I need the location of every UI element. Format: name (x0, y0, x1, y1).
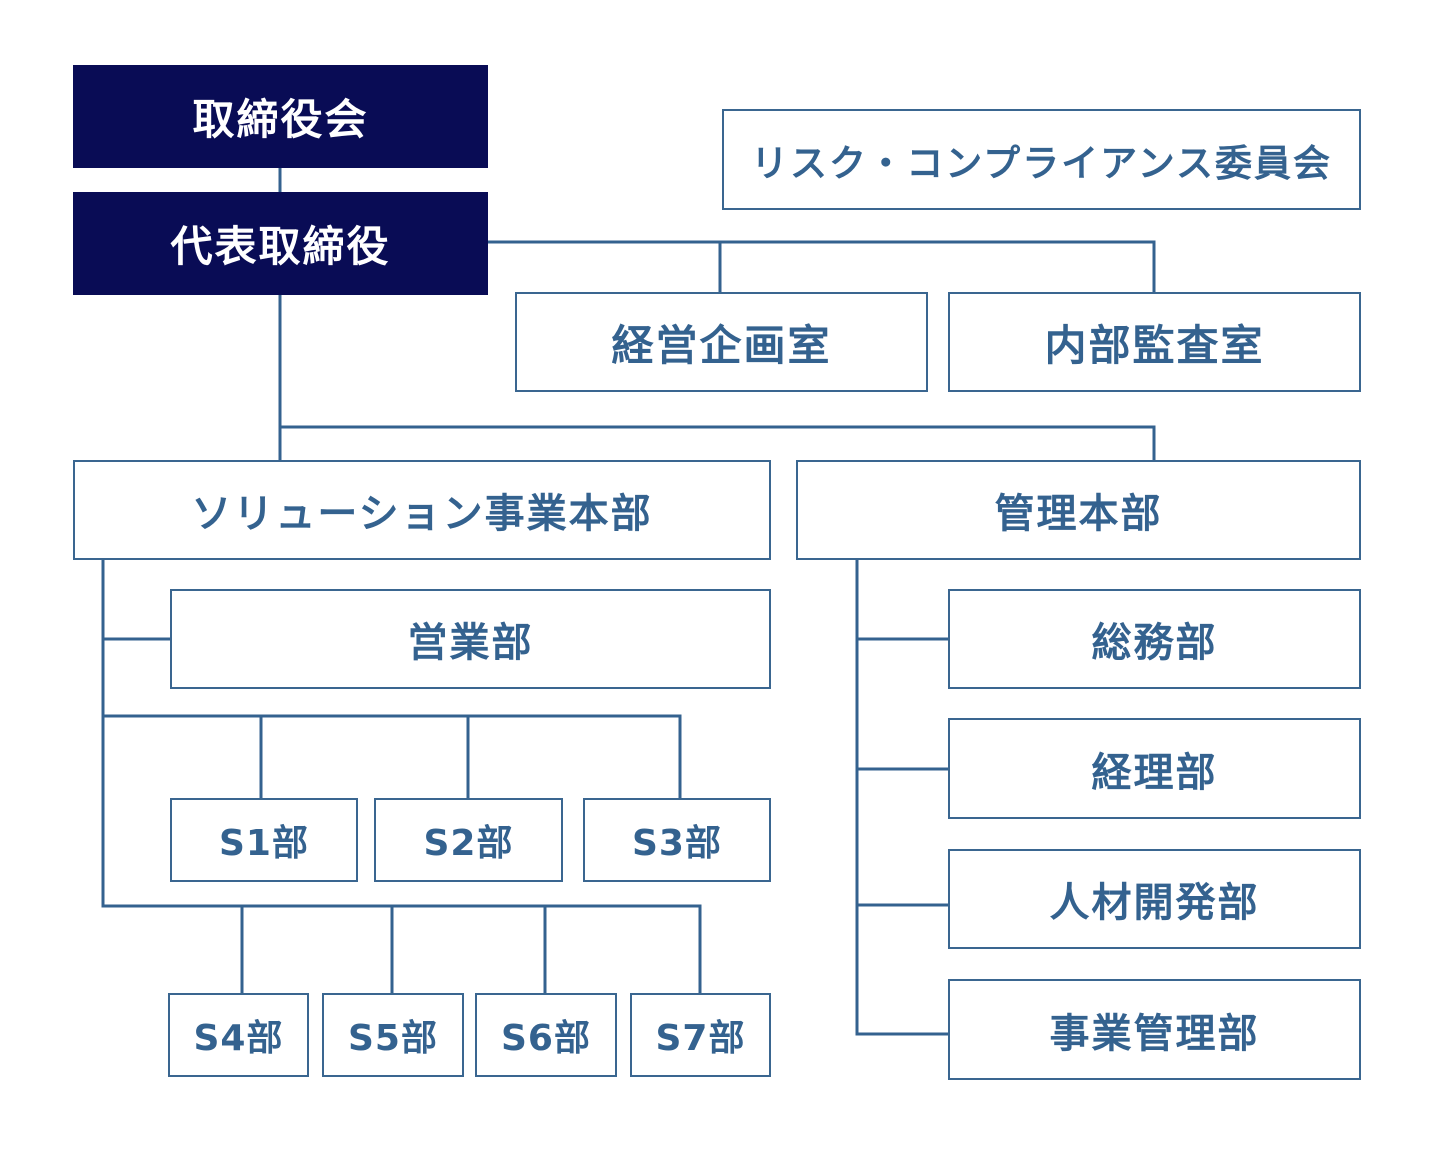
s3-department-box: S3部 (583, 798, 771, 882)
general-affairs-label: 総務部 (1091, 620, 1218, 666)
admin-hq-box: 管理本部 (796, 460, 1361, 560)
s1-department-label: S1部 (219, 823, 309, 864)
s2-department-box: S2部 (374, 798, 563, 882)
board-of-directors-label: 取締役会 (192, 95, 369, 144)
hr-development-box: 人材開発部 (948, 849, 1361, 949)
s3-department-label: S3部 (632, 823, 722, 864)
business-management-label: 事業管理部 (1049, 1010, 1260, 1057)
corporate-planning-box: 経営企画室 (515, 292, 928, 392)
s6-department-box: S6部 (475, 993, 617, 1077)
s7-department-label: S7部 (655, 1018, 746, 1059)
connector-s4-s7-branch (101, 904, 702, 996)
s4-department-box: S4部 (168, 993, 309, 1077)
connector-president-staff (486, 240, 1156, 294)
connector-s1-s3-branch (101, 714, 682, 801)
risk-compliance-committee-box: リスク・コンプライアンス委員会 (722, 109, 1361, 210)
general-affairs-box: 総務部 (948, 589, 1361, 689)
connector-to-admin-hq (278, 425, 1156, 463)
solutions-hq-label: ソリューション事業本部 (191, 491, 653, 537)
risk-compliance-committee-label: リスク・コンプライアンス委員会 (751, 141, 1332, 185)
sales-department-label: 営業部 (407, 620, 534, 666)
accounting-label: 経理部 (1091, 749, 1218, 796)
s4-department-label: S4部 (193, 1018, 284, 1059)
hr-development-label: 人材開発部 (1049, 880, 1260, 926)
president-box: 代表取締役 (73, 192, 488, 295)
sales-department-box: 営業部 (170, 589, 771, 689)
internal-audit-label: 内部監査室 (1044, 320, 1265, 370)
internal-audit-box: 内部監査室 (948, 292, 1361, 392)
s5-department-box: S5部 (322, 993, 464, 1077)
corporate-planning-label: 経営企画室 (611, 320, 832, 370)
board-of-directors-box: 取締役会 (73, 65, 488, 168)
solutions-hq-box: ソリューション事業本部 (73, 460, 771, 560)
accounting-box: 経理部 (948, 718, 1361, 819)
s2-department-label: S2部 (423, 823, 514, 864)
s1-department-box: S1部 (170, 798, 358, 882)
s5-department-label: S5部 (348, 1018, 438, 1059)
s6-department-label: S6部 (501, 1018, 591, 1059)
business-management-box: 事業管理部 (948, 979, 1361, 1080)
s7-department-box: S7部 (630, 993, 771, 1077)
admin-hq-label: 管理本部 (994, 491, 1163, 537)
president-label: 代表取締役 (170, 222, 391, 271)
